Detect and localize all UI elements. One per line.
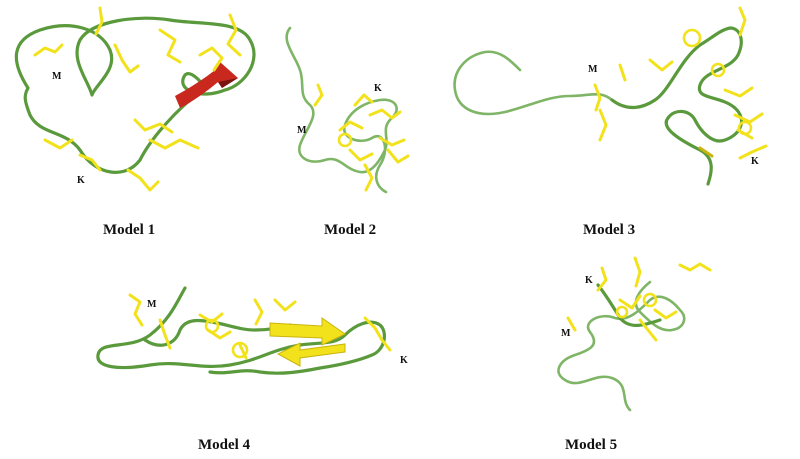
model-1-residue-m: M <box>52 71 62 82</box>
model-1-structure: M K <box>14 6 256 192</box>
model-1-sidechain <box>33 43 64 57</box>
model-2-caption: Model 2 <box>324 222 377 238</box>
model-5-backbone <box>557 280 686 412</box>
model-4-residue-k: K <box>400 355 408 366</box>
model-5-structure: K M <box>557 256 712 412</box>
model-5-residue-k: K <box>585 275 593 286</box>
model-4-backbone <box>96 286 387 375</box>
model-3-residue-m: M <box>588 64 598 75</box>
model-4-beta-strand <box>276 342 346 367</box>
model-5-residue-m: M <box>561 328 571 339</box>
model-2-backbone <box>285 26 398 194</box>
model-4-beta-strand <box>269 317 346 346</box>
model-3-residue-k: K <box>751 156 759 167</box>
model-3-structure: M K <box>453 6 768 186</box>
model-2-residue-k: K <box>374 83 382 94</box>
model-2-structure: K M <box>285 26 410 194</box>
model-4-caption: Model 4 <box>198 437 251 453</box>
model-3-backbone <box>610 26 744 186</box>
model-3-caption: Model 3 <box>583 222 636 238</box>
model-2-residue-m: M <box>297 125 307 136</box>
model-1-backbone <box>14 16 256 174</box>
model-3-backbone-start <box>453 50 614 116</box>
model-1-residue-k: K <box>77 175 85 186</box>
model-5-caption: Model 5 <box>565 437 618 453</box>
model-1-helix <box>175 62 238 108</box>
model-1-caption: Model 1 <box>103 222 156 238</box>
model-4-residue-m: M <box>147 299 157 310</box>
model-4-structure: M K <box>96 286 408 375</box>
